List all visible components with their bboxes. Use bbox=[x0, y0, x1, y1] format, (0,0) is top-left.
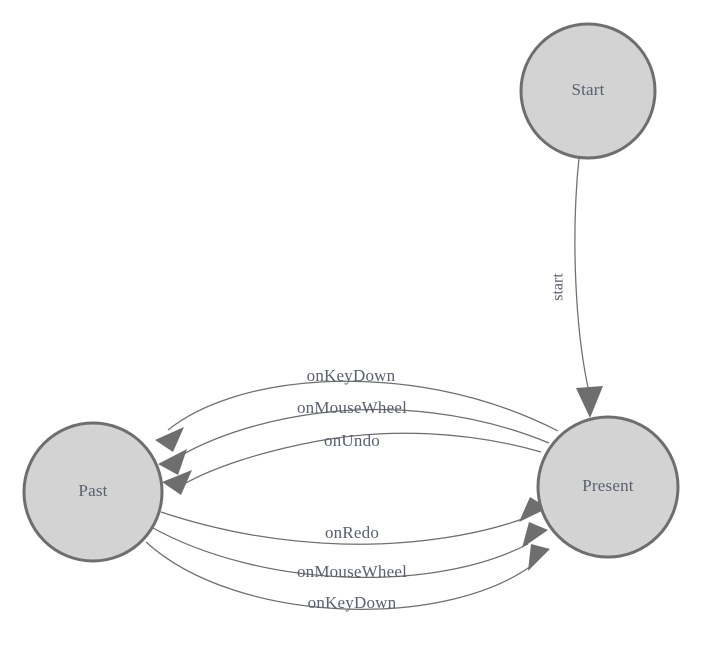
arrowhead-past-2 bbox=[158, 449, 187, 475]
edge-label-wheel-dn: onMouseWheel bbox=[297, 562, 407, 581]
edge-group: start onKeyDown onMouseWheel onUndo bbox=[145, 157, 603, 612]
arrowhead-present-3 bbox=[528, 544, 550, 571]
node-present-circle bbox=[536, 415, 680, 559]
node-start[interactable]: Start bbox=[519, 22, 657, 160]
arrowhead-past-3 bbox=[162, 470, 192, 495]
arrowhead-present-top bbox=[576, 386, 603, 418]
edge-past-to-present-redo[interactable]: onRedo bbox=[160, 497, 548, 545]
arrowhead-past-1 bbox=[155, 427, 184, 452]
edge-present-to-past-undo[interactable]: onUndo bbox=[162, 431, 542, 495]
edge-label-wheel-up: onMouseWheel bbox=[297, 398, 407, 417]
node-start-circle bbox=[519, 22, 657, 160]
edge-label-keydown-up: onKeyDown bbox=[307, 366, 396, 385]
node-present[interactable]: Present bbox=[536, 415, 680, 559]
edge-undo-path bbox=[185, 432, 542, 484]
edge-redo-path bbox=[160, 511, 526, 545]
edge-past-to-present-keydown[interactable]: onKeyDown bbox=[145, 541, 550, 612]
edge-keydown-up-path bbox=[167, 380, 559, 432]
edge-present-to-past-mousewheel[interactable]: onMouseWheel bbox=[158, 398, 550, 475]
node-start-label: Start bbox=[571, 80, 604, 99]
edge-wheel-dn-path bbox=[152, 527, 529, 579]
edge-label-start: start bbox=[550, 273, 567, 301]
edge-start-path bbox=[574, 157, 590, 393]
node-group: Start Past Present bbox=[22, 22, 680, 563]
arrowhead-present-2 bbox=[522, 522, 548, 548]
edge-label-redo: onRedo bbox=[325, 523, 379, 542]
node-past[interactable]: Past bbox=[22, 421, 164, 563]
edge-present-to-past-keydown[interactable]: onKeyDown bbox=[155, 366, 559, 452]
edge-past-to-present-mousewheel[interactable]: onMouseWheel bbox=[152, 522, 548, 581]
edge-label-keydown-dn: onKeyDown bbox=[308, 593, 397, 612]
edge-wheel-up-path bbox=[174, 408, 550, 460]
edge-keydown-dn-path bbox=[145, 541, 532, 610]
node-present-label: Present bbox=[582, 476, 634, 495]
edge-label-undo: onUndo bbox=[324, 431, 380, 450]
edge-start-to-present[interactable]: start bbox=[550, 157, 603, 418]
node-past-label: Past bbox=[78, 481, 107, 500]
node-past-circle bbox=[22, 421, 164, 563]
arrowhead-present-1 bbox=[519, 497, 548, 522]
